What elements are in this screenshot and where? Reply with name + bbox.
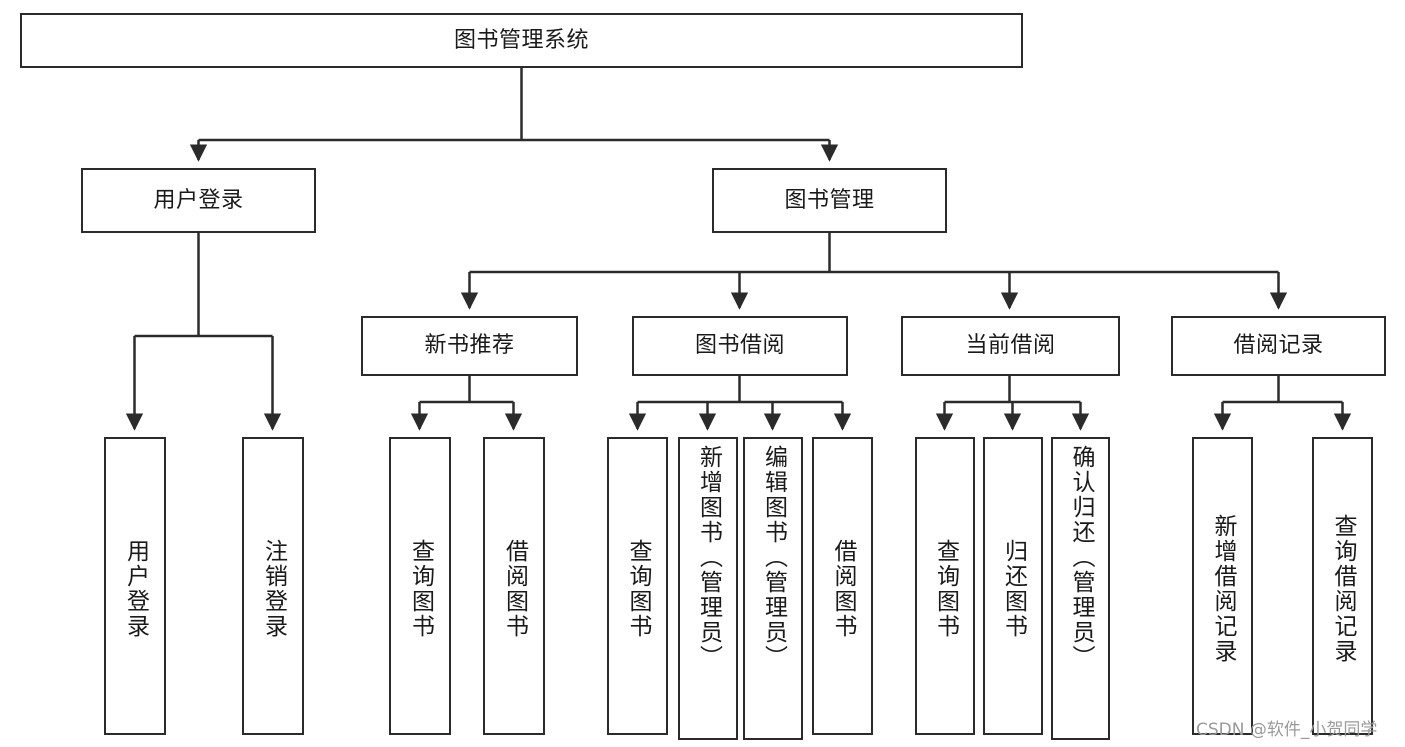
node-book-management[interactable]: 图书管理	[712, 168, 947, 233]
leaf-query-borrow-record-label: 查询借阅记录	[1330, 514, 1356, 664]
leaf-return-book[interactable]: 归还图书	[983, 437, 1043, 735]
leaf-query-book-borrow-label: 查询图书	[625, 539, 651, 639]
leaf-user-logout[interactable]: 注销登录	[242, 437, 304, 735]
leaf-return-book-label: 归还图书	[1000, 539, 1027, 639]
node-borrow-record-label: 借阅记录	[1233, 333, 1324, 359]
node-new-book-recommend[interactable]: 新书推荐	[361, 316, 578, 376]
node-root[interactable]: 图书管理系统	[20, 13, 1023, 68]
leaf-edit-book-admin-label: 编辑图书（管理员）	[760, 445, 787, 670]
leaf-user-login-label: 用户登录	[122, 539, 149, 639]
leaf-confirm-return-admin-label: 确认归还（管理员）	[1068, 445, 1094, 670]
node-user-login-label: 用户登录	[153, 187, 244, 213]
leaf-query-book-borrow[interactable]: 查询图书	[607, 437, 668, 735]
leaf-user-login[interactable]: 用户登录	[104, 437, 166, 735]
node-new-book-recommend-label: 新书推荐	[424, 333, 515, 359]
leaf-lend-book[interactable]: 借阅图书	[812, 437, 873, 735]
node-current-borrow[interactable]: 当前借阅	[901, 316, 1120, 376]
node-current-borrow-label: 当前借阅	[965, 333, 1056, 359]
leaf-query-book-current-label: 查询图书	[932, 539, 959, 639]
leaf-add-borrow-record-label: 新增借阅记录	[1210, 514, 1236, 664]
leaf-add-book-admin[interactable]: 新增图书（管理员）	[678, 437, 738, 740]
csdn-watermark: CSDN @软件_小贺同学	[1196, 720, 1378, 740]
node-book-borrow-label: 图书借阅	[694, 333, 785, 359]
node-root-label: 图书管理系统	[453, 27, 589, 53]
node-book-borrow[interactable]: 图书借阅	[632, 316, 848, 376]
leaf-borrow-book-recommend-label: 借阅图书	[501, 539, 528, 639]
node-borrow-record[interactable]: 借阅记录	[1171, 316, 1386, 376]
node-book-management-label: 图书管理	[784, 187, 875, 213]
leaf-add-book-admin-label: 新增图书（管理员）	[695, 445, 722, 670]
leaf-query-book-recommend-label: 查询图书	[407, 539, 434, 639]
leaf-user-logout-label: 注销登录	[260, 539, 287, 639]
leaf-confirm-return-admin[interactable]: 确认归还（管理员）	[1051, 437, 1110, 740]
leaf-lend-book-label: 借阅图书	[830, 539, 856, 639]
leaf-add-borrow-record[interactable]: 新增借阅记录	[1192, 437, 1253, 735]
leaf-borrow-book-recommend[interactable]: 借阅图书	[483, 437, 545, 735]
leaf-query-book-recommend[interactable]: 查询图书	[389, 437, 451, 735]
node-user-login[interactable]: 用户登录	[81, 168, 316, 233]
leaf-query-borrow-record[interactable]: 查询借阅记录	[1312, 437, 1373, 735]
leaf-query-book-current[interactable]: 查询图书	[915, 437, 975, 735]
leaf-edit-book-admin[interactable]: 编辑图书（管理员）	[743, 437, 803, 740]
